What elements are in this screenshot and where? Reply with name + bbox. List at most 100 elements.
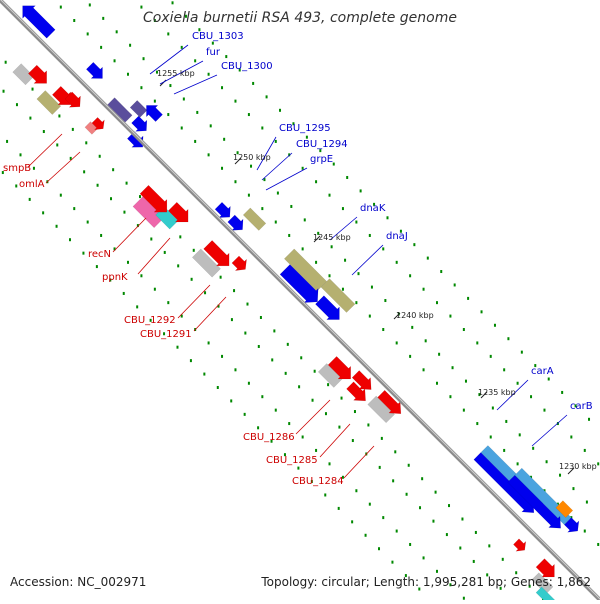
guide-dot <box>338 425 341 429</box>
gene-arrow-blue <box>131 115 148 132</box>
scale-tick-label: 1240 kbp <box>396 311 434 320</box>
guide-dot <box>355 301 358 305</box>
guide-dot <box>182 97 185 101</box>
guide-dot <box>246 302 249 306</box>
gene-arrow-red <box>167 201 189 223</box>
guide-dot <box>15 184 18 188</box>
guide-dot <box>115 30 118 34</box>
guide-dot <box>194 59 197 63</box>
guide-dot <box>424 339 427 343</box>
guide-dot <box>341 207 344 211</box>
guide-dot <box>234 180 237 184</box>
leader-line-upper <box>149 44 189 75</box>
guide-dot <box>273 329 276 333</box>
label-leader-lines <box>27 44 568 479</box>
guide-dot <box>543 408 546 412</box>
guide-dot <box>449 583 452 587</box>
gene-box-olive <box>320 278 356 313</box>
guide-dot <box>532 446 535 450</box>
gene-label-upper: CBU_1303 <box>192 31 244 42</box>
guide-dot <box>341 475 344 479</box>
guide-dot <box>1 171 4 175</box>
guide-dot <box>42 130 45 134</box>
guide-dot <box>221 354 224 358</box>
guide-dot <box>330 245 333 249</box>
guide-dot <box>113 59 116 63</box>
guide-dot <box>136 224 139 228</box>
guide-dot <box>150 237 153 241</box>
guide-dot <box>204 291 207 295</box>
guide-dot <box>180 126 183 130</box>
guide-dot <box>373 202 376 206</box>
gene-label-upper: grpE <box>310 154 333 165</box>
leader-line-lower <box>343 445 375 479</box>
guide-dot <box>136 305 139 309</box>
guide-dot <box>438 352 441 356</box>
guide-dot <box>493 323 496 327</box>
guide-dot <box>467 296 470 300</box>
guide-dot <box>28 197 31 201</box>
guide-dot <box>435 301 438 305</box>
guide-dot <box>328 274 331 278</box>
guide-dot <box>223 137 226 141</box>
guide-dot <box>292 122 295 126</box>
gene-label-upper: fur <box>206 47 221 58</box>
gene-arrow-blue <box>22 5 56 39</box>
gene-arrow-blue <box>126 131 144 148</box>
guide-dot <box>171 1 174 5</box>
guide-dot <box>180 314 183 318</box>
gene-arrow-blue <box>146 105 163 122</box>
guide-dot <box>110 197 113 201</box>
guide-dot <box>464 379 467 383</box>
guide-dot <box>328 462 331 466</box>
guide-dot <box>405 492 408 496</box>
guide-dot <box>2 89 5 93</box>
guide-dot <box>15 103 18 107</box>
guide-dot <box>247 113 250 117</box>
guide-dot <box>419 506 422 510</box>
guide-dot <box>221 86 224 90</box>
guide-dot <box>98 154 101 158</box>
genome-summary-text: Topology: circular; Length: 1,995,281 bp… <box>261 575 591 589</box>
guide-dot <box>55 224 58 228</box>
guide-dot <box>238 68 241 72</box>
guide-dot <box>480 310 483 314</box>
gene-arrow-blue <box>279 264 319 303</box>
guide-dot <box>153 19 156 23</box>
leader-line-upper <box>351 244 384 276</box>
guide-dot <box>474 530 477 534</box>
gene-arrow-blue <box>563 517 580 533</box>
guide-dot <box>100 233 103 237</box>
guide-dot <box>86 32 89 36</box>
guide-dot <box>413 243 416 247</box>
guide-dot <box>274 139 277 143</box>
guide-dot <box>488 544 491 548</box>
guide-dot <box>301 435 304 439</box>
guide-dot <box>69 238 72 242</box>
gene-label-lower: CBU_1285 <box>266 455 318 466</box>
guide-dot <box>189 359 192 363</box>
gene-label-upper: carB <box>570 401 593 412</box>
gene-arrow-blue <box>507 474 561 529</box>
guide-dot <box>476 422 479 426</box>
guide-dot <box>276 191 279 195</box>
guide-dot <box>344 258 347 262</box>
guide-dot <box>261 207 264 211</box>
guide-dot <box>327 383 330 387</box>
leader-line-upper <box>265 167 308 191</box>
guide-dot <box>190 277 193 281</box>
guide-dot <box>234 368 237 372</box>
guide-dot <box>59 5 62 9</box>
guide-dot <box>247 381 250 385</box>
guide-dot <box>298 385 301 389</box>
gene-arrow-red <box>51 85 71 105</box>
gene-arrow-red <box>535 558 555 578</box>
gene-box-purple <box>129 100 148 118</box>
guide-dot <box>319 149 322 153</box>
guide-dot <box>230 318 233 322</box>
gene-label-upper: carA <box>531 366 554 377</box>
guide-dot <box>279 108 282 112</box>
guide-dot <box>58 114 61 118</box>
guide-dot <box>370 285 373 289</box>
